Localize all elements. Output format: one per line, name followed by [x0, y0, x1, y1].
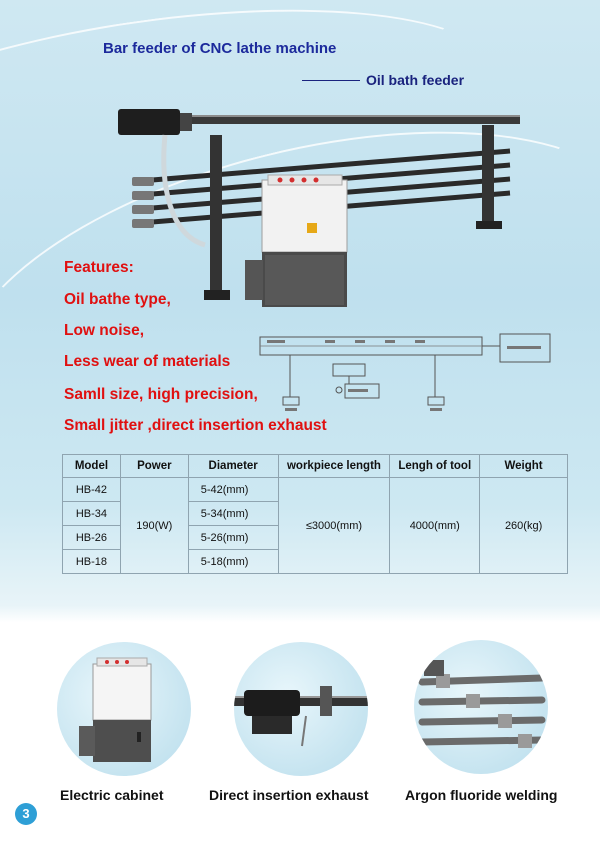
model-cell: HB-18 — [62, 549, 121, 574]
gallery-caption: Direct insertion exhaust — [209, 787, 369, 803]
workpiece-length-cell: ≤3000(mm) — [277, 477, 391, 574]
spec-table: Model Power Diameter workpiece length Le… — [62, 454, 568, 574]
weight-cell: 260(kg) — [479, 477, 568, 574]
tool-length-cell: 4000(mm) — [389, 477, 481, 574]
column-header: Lengh of tool — [389, 454, 481, 478]
model-cell: HB-34 — [62, 501, 121, 526]
feature-item: Small jitter ,direct insertion exhaust — [64, 417, 327, 434]
feature-item: Less wear of materials — [64, 353, 231, 370]
diameter-cell: 5-42(mm) — [187, 477, 279, 502]
power-cell: 190(W) — [119, 477, 189, 574]
page-title: Bar feeder of CNC lathe machine — [103, 40, 337, 57]
schematic-diagram — [259, 333, 551, 411]
feature-item: Samll size, high precision, — [64, 386, 258, 403]
diameter-cell: 5-26(mm) — [187, 525, 279, 550]
column-header: Model — [62, 454, 121, 478]
table-row: HB-42 190(W) 5-42(mm) ≤3000(mm) 4000(mm)… — [62, 477, 568, 574]
table-row: HB-26 5-26(mm) — [62, 525, 568, 550]
subtitle-rule — [302, 80, 360, 81]
model-cell: HB-26 — [62, 525, 121, 550]
column-header: Weight — [479, 454, 568, 478]
diameter-cell: 5-18(mm) — [187, 549, 279, 574]
page-subtitle: Oil bath feeder — [366, 72, 465, 88]
model-cell: HB-42 — [62, 477, 121, 502]
direct-insertion-exhaust-photo — [234, 642, 368, 776]
table-header-row: Model Power Diameter workpiece length Le… — [62, 454, 568, 478]
electric-cabinet-photo — [57, 642, 191, 776]
table-row: HB-34 5-34(mm) — [62, 501, 568, 526]
column-header: workpiece length — [277, 454, 391, 478]
column-header: Diameter — [187, 454, 279, 478]
bar-feeder-machine-illustration — [118, 109, 520, 307]
feature-item: Oil bathe type, — [64, 291, 171, 308]
argon-fluoride-welding-photo — [414, 640, 548, 774]
feature-item: Low noise, — [64, 322, 145, 339]
gallery-caption: Electric cabinet — [60, 787, 164, 803]
table-row: HB-18 5-18(mm) — [62, 549, 568, 574]
page-number-badge: 3 — [15, 803, 37, 825]
diameter-cell: 5-34(mm) — [187, 501, 279, 526]
features-heading: Features: — [64, 259, 134, 276]
column-header: Power — [119, 454, 189, 478]
gallery-caption: Argon fluoride welding — [405, 787, 558, 803]
